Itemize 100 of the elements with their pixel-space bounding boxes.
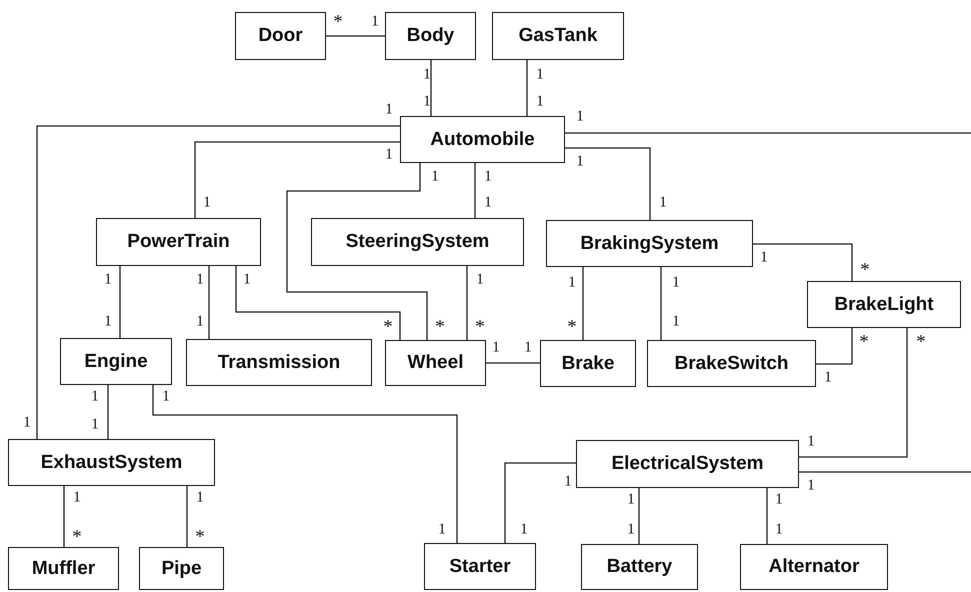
multiplicity-label: * xyxy=(333,14,343,30)
class-name: Wheel xyxy=(408,352,464,374)
association-line xyxy=(660,267,662,340)
multiplicity-label: 1 xyxy=(807,434,815,450)
class-box xyxy=(139,547,224,590)
class-name: Automobile xyxy=(430,128,535,150)
class-box xyxy=(546,220,753,267)
multiplicity-label: 1 xyxy=(627,522,635,538)
class-box xyxy=(740,544,888,590)
multiplicity-label: * xyxy=(916,334,926,350)
association-line xyxy=(486,362,540,364)
association-line xyxy=(474,163,476,218)
association-line xyxy=(565,132,971,134)
multiplicity-label: 1 xyxy=(627,492,635,508)
multiplicity-label: 1 xyxy=(672,276,680,290)
multiplicity-label: 1 xyxy=(385,148,393,162)
multiplicity-label: 1 xyxy=(423,94,431,110)
association-line xyxy=(63,486,65,547)
multiplicity-label: 1 xyxy=(484,196,492,210)
association-line xyxy=(119,266,121,338)
multiplicity-label: 1 xyxy=(91,390,99,404)
multiplicity-label: 1 xyxy=(492,340,500,356)
multiplicity-label: 1 xyxy=(807,478,815,494)
multiplicity-label: 1 xyxy=(576,110,584,124)
multiplicity-label: 1 xyxy=(196,314,204,330)
class-name: GasTank xyxy=(518,25,598,47)
class-box xyxy=(235,12,326,60)
class-name: Transmission xyxy=(218,352,340,374)
association-line xyxy=(430,60,432,116)
class-box xyxy=(807,281,961,328)
class-box xyxy=(581,544,698,590)
class-name: Battery xyxy=(606,556,672,578)
multiplicity-label: 1 xyxy=(576,154,584,170)
class-box xyxy=(576,440,799,488)
multiplicity-label: 1 xyxy=(568,276,576,290)
class-name: PowerTrain xyxy=(127,231,230,253)
association-line xyxy=(235,266,401,340)
multiplicity-label: 1 xyxy=(524,340,532,356)
multiplicity-label: 1 xyxy=(104,272,112,288)
multiplicity-label: 1 xyxy=(824,370,832,386)
class-name: ExhaustSystem xyxy=(40,452,182,474)
multiplicity-label: * xyxy=(475,320,485,334)
class-name: Pipe xyxy=(161,558,202,580)
association-line xyxy=(286,163,428,340)
class-box xyxy=(385,12,476,60)
association-line xyxy=(582,267,584,340)
multiplicity-label: 1 xyxy=(162,390,170,404)
multiplicity-label: 1 xyxy=(196,490,204,506)
class-box xyxy=(8,439,215,486)
class-box xyxy=(96,218,261,266)
class-name: Body xyxy=(406,25,454,47)
class-name: Brake xyxy=(562,352,614,374)
class-box xyxy=(424,543,536,590)
class-name: Alternator xyxy=(768,556,860,578)
class-box xyxy=(385,340,486,386)
multiplicity-label: 1 xyxy=(672,314,680,330)
multiplicity-label: 1 xyxy=(484,170,492,184)
class-box xyxy=(492,12,624,60)
association-line xyxy=(753,243,853,281)
association-line xyxy=(36,125,400,439)
multiplicity-label: 1 xyxy=(659,196,667,210)
association-line xyxy=(194,141,400,218)
class-box xyxy=(186,339,372,386)
association-line xyxy=(799,328,908,458)
multiplicity-label: 1 xyxy=(371,14,379,30)
association-line xyxy=(107,385,109,439)
association-line xyxy=(766,488,768,544)
class-name: Door xyxy=(258,25,303,47)
multiplicity-label: * xyxy=(435,320,445,334)
class-box xyxy=(311,218,524,266)
class-box xyxy=(400,116,565,163)
multiplicity-label: 1 xyxy=(104,314,112,330)
multiplicity-label: 1 xyxy=(431,170,439,184)
multiplicity-label: 1 xyxy=(438,522,446,538)
multiplicity-label: * xyxy=(195,530,205,544)
class-name: ElectricalSystem xyxy=(611,453,764,475)
association-line xyxy=(466,266,468,340)
association-line xyxy=(565,147,651,220)
multiplicity-label: 1 xyxy=(536,94,544,110)
multiplicity-label: * xyxy=(860,262,870,278)
multiplicity-label: 1 xyxy=(564,474,572,490)
multiplicity-label: 1 xyxy=(520,522,528,538)
association-line xyxy=(816,328,853,365)
association-line xyxy=(638,488,640,544)
association-line xyxy=(152,385,458,543)
association-line xyxy=(326,35,385,37)
multiplicity-label: 1 xyxy=(203,196,211,210)
multiplicity-label: 1 xyxy=(23,416,31,430)
class-name: BrakeSwitch xyxy=(674,352,789,374)
class-box xyxy=(540,340,636,387)
multiplicity-label: 1 xyxy=(73,490,81,506)
multiplicity-label: 1 xyxy=(91,418,99,432)
multiplicity-label: 1 xyxy=(536,68,544,82)
multiplicity-label: * xyxy=(859,334,869,350)
multiplicity-label: 1 xyxy=(775,492,783,508)
class-name: Muffler xyxy=(32,558,96,580)
multiplicity-label: 1 xyxy=(243,272,251,288)
multiplicity-label: * xyxy=(383,320,393,334)
association-line xyxy=(526,60,528,116)
class-name: Engine xyxy=(84,350,148,372)
